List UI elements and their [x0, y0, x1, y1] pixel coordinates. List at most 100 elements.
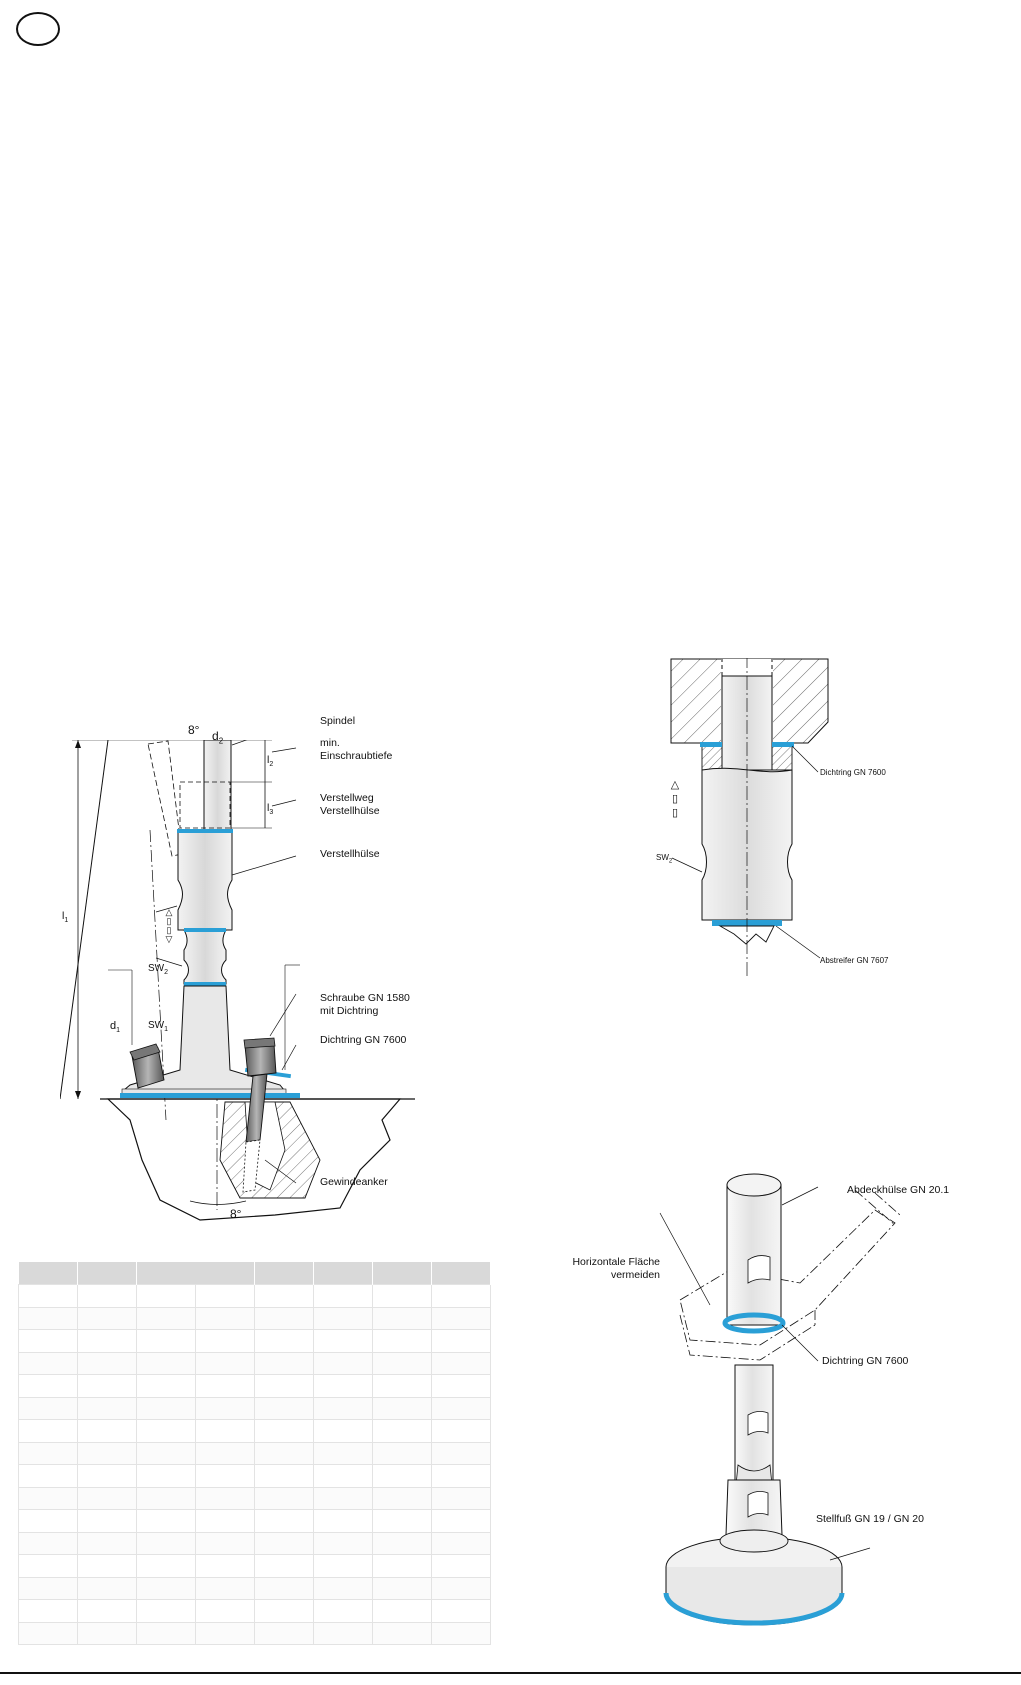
table-header-row	[18, 1262, 491, 1285]
table-cell	[77, 1351, 137, 1375]
detail-sw2-letters: SW	[656, 853, 669, 862]
detail-arrow-up-icon: △	[670, 779, 680, 791]
drawing-installed-detail: Dichtring GN 7600 Abstreifer GN 7607 SW2…	[650, 654, 910, 978]
detail-drawing-svg	[670, 654, 829, 978]
dim-d1-letter: d	[110, 1020, 117, 1032]
table-cell	[431, 1599, 491, 1623]
table-cell	[195, 1464, 255, 1488]
iso-label-abdeckhuelse: Abdeckhülse GN 20.1	[847, 1184, 950, 1196]
table-cell	[77, 1554, 137, 1578]
table-row	[18, 1509, 491, 1533]
table-cell	[431, 1486, 491, 1510]
table-cell	[195, 1374, 255, 1398]
table-row	[18, 1554, 491, 1578]
table-cell	[431, 1509, 491, 1533]
table-cell	[313, 1464, 373, 1488]
table-cell	[195, 1554, 255, 1578]
label-min-line2: Einschraubtiefe	[320, 750, 393, 762]
table-cell	[372, 1531, 432, 1555]
dim-d1-sub: 1	[116, 1027, 121, 1035]
label-spindel: Spindel	[320, 715, 356, 727]
arrow-mid-icon-2: ▯	[166, 925, 172, 935]
detail-sw2-sub: 2	[668, 858, 673, 865]
table-cell	[431, 1396, 491, 1420]
iso-label-horizontal-line1: Horizontale Fläche	[572, 1256, 660, 1268]
table-row	[18, 1576, 491, 1600]
table-cell	[18, 1599, 78, 1623]
arrow-down-icon: ▽	[165, 934, 173, 944]
adjust-arrow-glyphs: △ ▯ ▯ ▽	[163, 908, 175, 944]
table-cell	[313, 1396, 373, 1420]
table-cell	[313, 1374, 373, 1398]
drawing-leveling-section: 8° d2 Spindel min.Einschraubtiefe Verste…	[59, 701, 460, 1250]
table-cell	[77, 1531, 137, 1555]
table-cell	[18, 1351, 78, 1375]
sw1-sub: 1	[164, 1026, 169, 1033]
dim-l2-letter: l	[267, 754, 270, 766]
detail-arrow-mid-icon-1: ▯	[671, 793, 679, 805]
table-row	[18, 1396, 491, 1420]
label-verstellweg-line2: Verstellhülse	[320, 805, 380, 817]
dim-l3-label: l3	[267, 802, 273, 819]
table-cell	[313, 1306, 373, 1330]
table-cell	[372, 1374, 432, 1398]
table-cell	[136, 1306, 196, 1330]
table-cell	[254, 1531, 314, 1555]
table-cell	[254, 1374, 314, 1398]
table-cell	[195, 1576, 255, 1600]
table-cell	[77, 1486, 137, 1510]
table-cell	[254, 1599, 314, 1623]
dim-d2-letter: d	[212, 729, 219, 743]
arrow-mid-icon-1: ▯	[166, 916, 172, 926]
table-cell	[372, 1486, 432, 1510]
label-gewindeanker: Gewindeanker	[320, 1176, 388, 1188]
table-cell	[136, 1599, 196, 1623]
table-row	[18, 1284, 491, 1308]
dim-d1-label: d1	[110, 1020, 120, 1037]
table-cell	[18, 1554, 78, 1578]
table-header-cell	[431, 1262, 491, 1285]
table-cell	[254, 1554, 314, 1578]
table-cell	[77, 1396, 137, 1420]
table-cell	[77, 1374, 137, 1398]
table-header-cell-wide	[136, 1262, 255, 1285]
label-verstellweg-line1: Verstellweg	[320, 792, 374, 804]
table-cell	[254, 1329, 314, 1353]
table-cell	[313, 1351, 373, 1375]
table-cell	[195, 1284, 255, 1308]
table-row	[18, 1486, 491, 1510]
table-cell	[18, 1441, 78, 1465]
table-cell	[195, 1531, 255, 1555]
table-cell	[195, 1509, 255, 1533]
table-cell	[77, 1509, 137, 1533]
dim-l3-sub: 3	[269, 809, 274, 817]
table-cell	[77, 1284, 137, 1308]
label-dichtring: Dichtring GN 7600	[320, 1034, 407, 1046]
table-cell	[313, 1554, 373, 1578]
table-cell	[313, 1576, 373, 1600]
table-row	[18, 1531, 491, 1555]
table-cell	[372, 1554, 432, 1578]
table-cell	[372, 1419, 432, 1443]
table-cell	[431, 1284, 491, 1308]
table-cell	[313, 1419, 373, 1443]
table-cell	[195, 1621, 255, 1645]
table-cell	[431, 1351, 491, 1375]
table-cell	[431, 1419, 491, 1443]
table-cell	[431, 1374, 491, 1398]
sw2-label: SW2	[148, 962, 168, 979]
table-cell	[195, 1351, 255, 1375]
table-cell	[431, 1306, 491, 1330]
table-cell	[254, 1284, 314, 1308]
table-cell	[431, 1464, 491, 1488]
table-cell	[313, 1531, 373, 1555]
table-cell	[18, 1329, 78, 1353]
label-min-einschraubtiefe: min.Einschraubtiefe	[320, 737, 392, 763]
table-cell	[136, 1329, 196, 1353]
table-cell	[254, 1576, 314, 1600]
table-row	[18, 1464, 491, 1488]
